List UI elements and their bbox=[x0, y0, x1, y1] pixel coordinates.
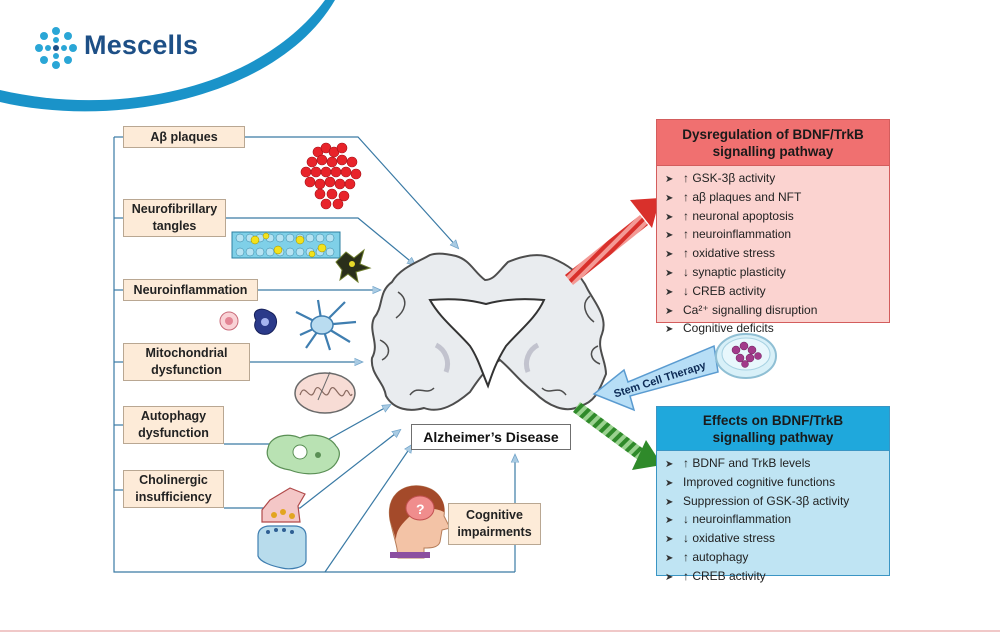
list-item: ➤↑ BDNF and TrkB levels bbox=[665, 455, 889, 474]
header-swoosh bbox=[0, 0, 335, 112]
list-item: ➤↓ neuroinflammation bbox=[665, 511, 889, 530]
bullet-arrow-icon: ➤ bbox=[665, 286, 674, 298]
brain-section-illustration bbox=[370, 252, 608, 411]
dysregulation-panel: Dysregulation of BDNF/TrkB signalling pa… bbox=[656, 119, 890, 335]
autophagy-cell-illustration bbox=[266, 434, 340, 475]
list-item: ➤↓ oxidative stress bbox=[665, 530, 889, 549]
svg-text:?: ? bbox=[416, 501, 425, 517]
cause-neuroinflammation: Neuroinflammation bbox=[123, 279, 258, 301]
bullet-arrow-icon: ➤ bbox=[665, 496, 674, 508]
bullet-arrow-icon: ➤ bbox=[665, 211, 674, 223]
list-item: ➤↑ oxidative stress bbox=[665, 245, 889, 264]
list-item: ➤↑ aβ plaques and NFT bbox=[665, 189, 889, 208]
neurofibrillary-tangle-illustration bbox=[231, 231, 372, 284]
list-item: ➤↑ autophagy bbox=[665, 549, 889, 568]
dysregulation-list: ➤↑ GSK-3β activity ➤↑ aβ plaques and NFT… bbox=[657, 166, 889, 339]
list-item: ➤Improved cognitive functions bbox=[665, 474, 889, 493]
list-item: ➤Cognitive deficits bbox=[665, 320, 889, 339]
bullet-arrow-icon: ➤ bbox=[665, 459, 674, 470]
cell-cluster-icon bbox=[35, 27, 77, 69]
list-item: ➤↑ neuronal apoptosis bbox=[665, 208, 889, 227]
mitochondrion-illustration bbox=[294, 371, 356, 414]
list-item: ➤↓ synaptic plasticity bbox=[665, 264, 889, 283]
effects-list: ➤↑ BDNF and TrkB levels ➤Improved cognit… bbox=[657, 451, 889, 587]
head-cognition-illustration: ? bbox=[388, 485, 451, 559]
cause-neurofibrillary-tangles: Neurofibrillary tangles bbox=[123, 199, 226, 237]
list-item: ➤Suppression of GSK-3β activity bbox=[665, 493, 889, 512]
list-item: ➤↑ neuroinflammation bbox=[665, 226, 889, 245]
list-item: ➤↑ CREB activity bbox=[665, 568, 889, 587]
effects-panel: Effects on BDNF/TrkB signalling pathway … bbox=[656, 406, 890, 583]
brand-name: Mescells bbox=[84, 30, 199, 60]
bullet-arrow-icon: ➤ bbox=[665, 324, 674, 336]
effects-arrow bbox=[573, 402, 662, 470]
bullet-arrow-icon: ➤ bbox=[665, 267, 674, 279]
effects-title: Effects on BDNF/TrkB signalling pathway bbox=[657, 407, 889, 451]
bullet-arrow-icon: ➤ bbox=[665, 571, 674, 583]
bullet-arrow-icon: ➤ bbox=[665, 230, 674, 242]
list-item: ➤Ca²⁺ signalling disruption bbox=[665, 302, 889, 321]
inflammatory-cells-illustration bbox=[219, 299, 357, 351]
cognitive-impairments-box: Cognitive impairments bbox=[448, 503, 541, 545]
header-swoosh-fill bbox=[0, 0, 325, 101]
dysregulation-arrow bbox=[565, 198, 660, 285]
list-item: ➤↓ CREB activity bbox=[665, 283, 889, 302]
bullet-arrow-icon: ➤ bbox=[665, 174, 674, 185]
footer-divider bbox=[0, 630, 1000, 632]
bullet-arrow-icon: ➤ bbox=[665, 192, 674, 204]
stem-cell-dish-illustration bbox=[715, 333, 777, 379]
cause-ab-plaques: Aβ plaques bbox=[123, 126, 245, 148]
alzheimers-disease-label: Alzheimer’s Disease bbox=[411, 424, 571, 450]
bullet-arrow-icon: ➤ bbox=[665, 515, 674, 527]
bullet-arrow-icon: ➤ bbox=[665, 305, 674, 317]
bullet-arrow-icon: ➤ bbox=[665, 249, 674, 261]
cause-cholinergic-insufficiency: Cholinergic insufficiency bbox=[123, 470, 224, 508]
bullet-arrow-icon: ➤ bbox=[665, 534, 674, 546]
bullet-arrow-icon: ➤ bbox=[665, 477, 674, 489]
amyloid-plaque-illustration bbox=[300, 142, 362, 210]
stem-cell-therapy-arrow bbox=[592, 344, 719, 412]
cholinergic-synapse-illustration bbox=[257, 487, 307, 570]
list-item: ➤↑ GSK-3β activity bbox=[665, 170, 889, 189]
cause-mitochondrial-dysfunction: Mitochondrial dysfunction bbox=[123, 343, 250, 381]
cause-autophagy-dysfunction: Autophagy dysfunction bbox=[123, 406, 224, 444]
bullet-arrow-icon: ➤ bbox=[665, 552, 674, 564]
dysregulation-title: Dysregulation of BDNF/TrkB signalling pa… bbox=[657, 120, 889, 166]
left-frame-lines bbox=[113, 136, 516, 573]
